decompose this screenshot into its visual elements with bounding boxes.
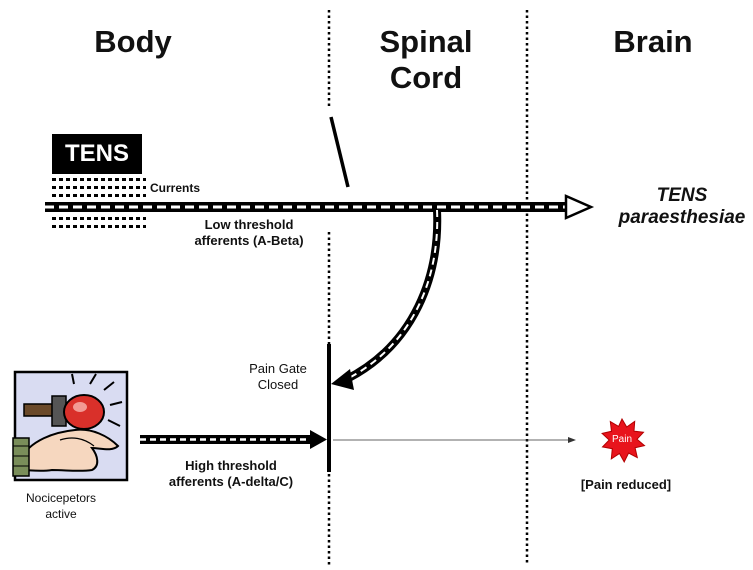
header-brain: Brain — [588, 24, 718, 60]
low-threshold-afferents-label: Low threshold afferents (A-Beta) — [178, 217, 320, 249]
pain-gate-label: Pain Gate Closed — [236, 361, 320, 393]
reduced-signal-arrow — [333, 437, 576, 443]
header-spinal-cord: Spinal Cord — [352, 24, 500, 96]
low-threshold-fibre-arrow — [45, 196, 591, 218]
pain-burst-label: Pain — [605, 432, 639, 448]
currents-label: Currents — [150, 180, 200, 196]
tens-unit-box: TENS — [52, 134, 142, 174]
high-threshold-afferents-label: High threshold afferents (A-delta/C) — [156, 458, 306, 490]
branch-arrow-to-gate — [331, 210, 437, 390]
current-dots-row-5 — [52, 225, 146, 228]
pain-reduced-label: [Pain reduced] — [566, 477, 686, 493]
tens-paraesthesiae-label: TENS paraesthesiae — [612, 185, 752, 229]
current-dots-row-2 — [52, 186, 146, 189]
nociceptor-cartoon-image — [13, 372, 127, 480]
current-dots-row-1 — [52, 178, 146, 181]
header-body: Body — [68, 24, 198, 60]
current-dots-row-3 — [52, 194, 146, 197]
current-dots-row-4 — [52, 217, 146, 220]
nociceptors-active-label: Nocicepetors active — [18, 490, 104, 522]
gate-pointer-line — [331, 117, 348, 187]
high-threshold-fibre-arrow — [140, 430, 327, 449]
